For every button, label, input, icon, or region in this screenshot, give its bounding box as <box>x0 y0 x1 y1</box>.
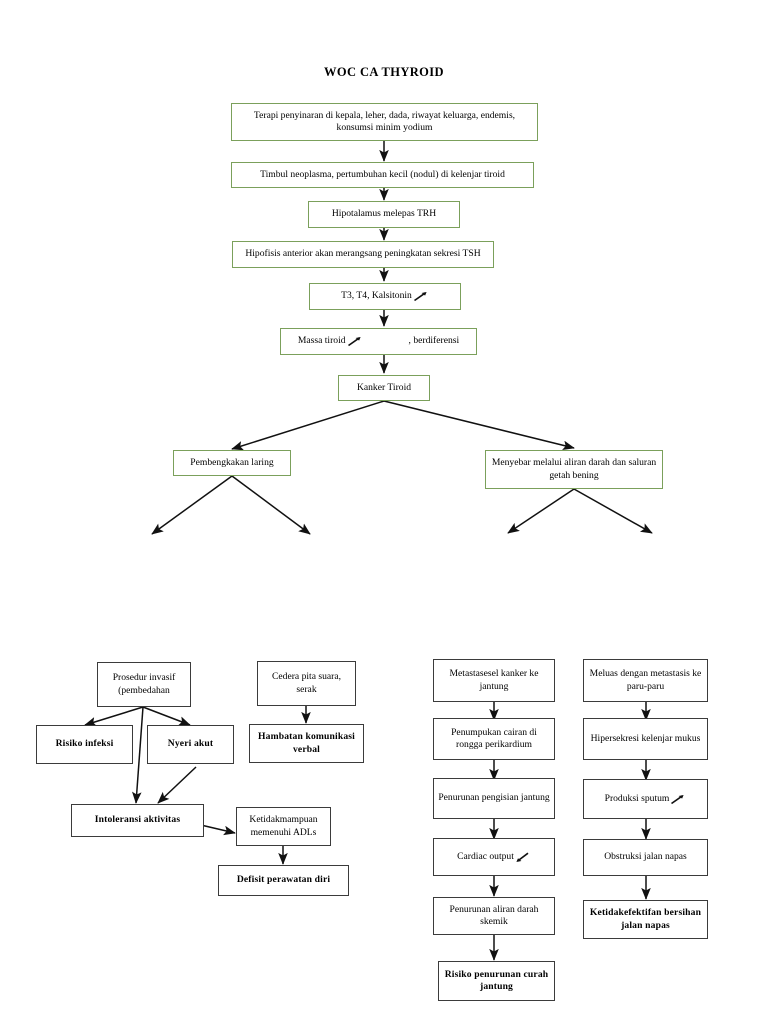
box-kanker-tiroid-label: Kanker Tiroid <box>356 381 412 393</box>
arrow-down-left-icon <box>515 852 530 863</box>
box-meluas-metastasis-paru-label: Meluas dengan metastasis ke paru-paru <box>589 668 702 692</box>
box-intoleransi-aktivitas-label: Intoleransi aktivitas <box>94 814 181 826</box>
box-kanker-tiroid: Kanker Tiroid <box>338 375 430 401</box>
box-massa-tiroid: Massa tiroid , berdiferensi <box>280 328 477 355</box>
box-ketidakefektifan-bersihan: Ketidakefektifan bersihan jalan napas <box>583 900 708 939</box>
box-defisit-perawatan-diri-label: Defisit perawatan diri <box>236 874 331 886</box>
box-penumpukan-cairan: Penumpukan cairan di rongga perikardium <box>433 718 555 760</box>
arrow-up-right-icon <box>347 336 362 347</box>
box-cedera-pita-suara: Cedera pita suara, serak <box>257 661 356 706</box>
box-prosedur-invasif-label: Prosedur invasif (pembedahan <box>112 672 176 696</box>
box-hipersekresi-mukus: Hipersekresi kelenjar mukus <box>583 718 708 760</box>
box-neoplasma-label: Timbul neoplasma, pertumbuhan kecil (nod… <box>260 168 505 180</box>
box-menyebar: Menyebar melalui aliran darah dan salura… <box>485 450 663 489</box>
box-obstruksi-jalan-napas: Obstruksi jalan napas <box>583 839 708 876</box>
box-penurunan-pengisian-label: Penurunan pengisian jantung <box>438 792 550 804</box>
box-intoleransi-aktivitas: Intoleransi aktivitas <box>71 804 204 837</box>
box-hipofisis-label: Hipofisis anterior akan merangsang penin… <box>245 248 481 260</box>
box-etiology: Terapi penyinaran di kepala, leher, dada… <box>231 103 538 141</box>
box-produksi-sputum-label: Produksi sputum <box>604 792 670 804</box>
box-hipotalamus-label: Hipotalamus melepas TRH <box>331 208 437 220</box>
box-risiko-penurunan-curah-jantung-label: Risiko penurunan curah jantung <box>444 968 549 992</box>
box-ketidakefektifan-bersihan-label: Ketidakefektifan bersihan jalan napas <box>589 907 702 931</box>
box-hipersekresi-mukus-label: Hipersekresi kelenjar mukus <box>590 732 701 744</box>
box-cardiac-output-label: Cardiac output <box>457 850 514 862</box>
box-penurunan-pengisian: Penurunan pengisian jantung <box>433 778 555 819</box>
box-risiko-penurunan-curah-jantung: Risiko penurunan curah jantung <box>438 961 555 1001</box>
box-cardiac-output: Cardiac output <box>433 838 555 876</box>
box-etiology-label: Terapi penyinaran di kepala, leher, dada… <box>253 109 516 133</box>
box-ketidakmampuan-adls-label: Ketidakmampuan memenuhi ADLs <box>249 814 318 838</box>
box-neoplasma: Timbul neoplasma, pertumbuhan kecil (nod… <box>231 162 534 188</box>
box-hormon: T3, T4, Kalsitonin <box>309 283 461 310</box>
box-penurunan-aliran-darah: Penurunan aliran darah skemik <box>433 897 555 935</box>
box-meluas-metastasis-paru: Meluas dengan metastasis ke paru-paru <box>583 659 708 702</box>
box-hipofisis: Hipofisis anterior akan merangsang penin… <box>232 241 494 268</box>
box-metastase-jantung-label: Metastasesel kanker ke jantung <box>449 668 539 692</box>
box-pembengkakan-laring-label: Pembengkakan laring <box>190 456 274 468</box>
arrow-up-right-icon <box>413 291 428 302</box>
box-menyebar-label: Menyebar melalui aliran darah dan salura… <box>491 457 657 481</box>
box-cedera-pita-suara-label: Cedera pita suara, serak <box>272 671 341 695</box>
box-massa-tiroid-label-pre: Massa tiroid <box>297 335 346 347</box>
box-ketidakmampuan-adls: Ketidakmampuan memenuhi ADLs <box>236 807 331 846</box>
box-risiko-infeksi: Risiko infeksi <box>36 725 133 764</box>
box-pembengkakan-laring: Pembengkakan laring <box>173 450 291 476</box>
box-hambatan-komunikasi-label: Hambatan komunikasi verbal <box>258 731 355 755</box>
page-title: WOC CA THYROID <box>324 65 444 79</box>
box-hambatan-komunikasi: Hambatan komunikasi verbal <box>249 724 364 763</box>
box-obstruksi-jalan-napas-label: Obstruksi jalan napas <box>604 851 687 863</box>
box-prosedur-invasif: Prosedur invasif (pembedahan <box>97 662 191 707</box>
box-penumpukan-cairan-label: Penumpukan cairan di rongga perikardium <box>451 726 537 750</box>
box-risiko-infeksi-label: Risiko infeksi <box>55 738 114 750</box>
box-defisit-perawatan-diri: Defisit perawatan diri <box>218 865 349 896</box>
box-massa-tiroid-label-post: , berdiferensi <box>408 335 460 347</box>
arrow-up-right-icon <box>670 794 685 805</box>
box-penurunan-aliran-darah-label: Penurunan aliran darah skemik <box>449 903 539 927</box>
box-metastase-jantung: Metastasesel kanker ke jantung <box>433 659 555 702</box>
box-nyeri-akut: Nyeri akut <box>147 725 234 764</box>
box-hipotalamus: Hipotalamus melepas TRH <box>308 201 460 228</box>
box-hormon-label: T3, T4, Kalsitonin <box>341 290 412 302</box>
box-produksi-sputum: Produksi sputum <box>583 779 708 819</box>
box-nyeri-akut-label: Nyeri akut <box>167 738 214 750</box>
